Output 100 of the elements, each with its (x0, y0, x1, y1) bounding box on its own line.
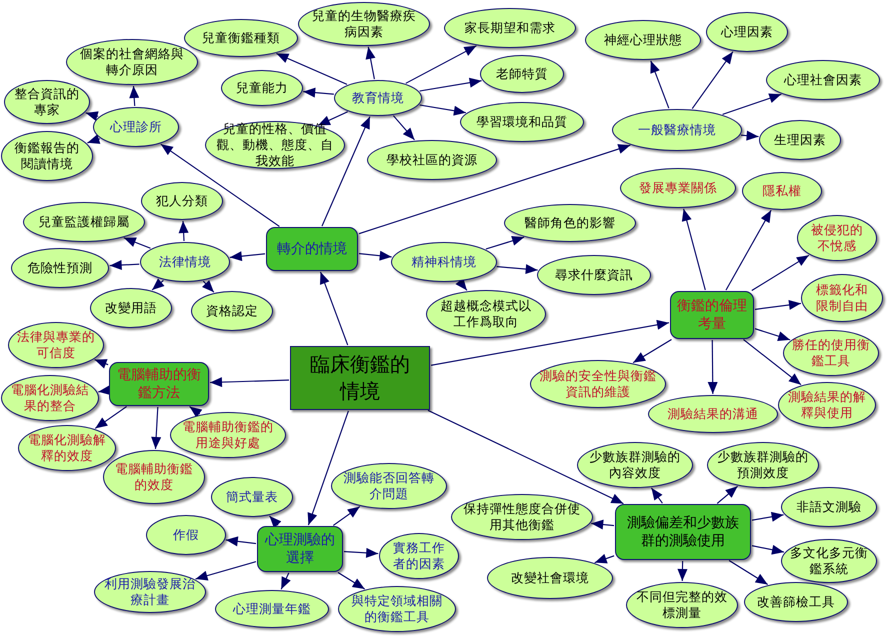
topic-box (257, 526, 343, 572)
arrow (594, 554, 614, 564)
node-text: 資格認定 (206, 302, 258, 320)
concept-ellipse (8, 322, 104, 368)
node-text: 精神科情境 (412, 254, 476, 270)
node-text: 尋求什麼資訊 (555, 266, 633, 284)
arrow (320, 272, 348, 346)
arrow (98, 385, 111, 396)
concept-ellipse (504, 204, 636, 242)
node-text: 電腦化測驗結果的整合 (10, 382, 90, 414)
arrow (726, 210, 772, 290)
node-text: 測驗偏差和少數族群的測驗使用 (626, 514, 740, 550)
arrow (428, 410, 624, 504)
concept-ellipse (444, 8, 576, 48)
concept-ellipse (585, 20, 701, 60)
node-text: 簡式量表 (226, 488, 278, 506)
node-text: 危險性預測 (28, 260, 92, 276)
node-text: 電腦輔助衡鑑的效度 (114, 460, 194, 494)
concept-ellipse (170, 412, 286, 458)
concept-ellipse (426, 290, 546, 338)
arrow (195, 561, 256, 580)
node-text: 學校社區的資源 (386, 152, 478, 168)
node-text: 改善篩檢工具 (757, 594, 835, 610)
arrow (677, 561, 688, 581)
arrow (754, 300, 802, 310)
arrow (87, 134, 100, 144)
node-text: 心理診所 (110, 118, 162, 136)
node-text: 少數族群測驗的預測效度 (716, 448, 810, 482)
arrow (722, 93, 782, 115)
node-text: 兒童的生物醫療疾病因素 (311, 8, 417, 40)
concept-ellipse (94, 571, 206, 613)
arrow (226, 536, 256, 546)
concept-ellipse (759, 120, 841, 160)
concept-ellipse (1, 131, 93, 181)
arrow (358, 250, 392, 261)
concept-ellipse (530, 360, 666, 408)
node-text: 標籤化和限制自由 (815, 282, 869, 314)
node-text: 生理因素 (774, 132, 826, 148)
node-text: 兒童能力 (236, 80, 288, 96)
arrow (591, 520, 614, 530)
concept-ellipse (23, 202, 145, 242)
node-text: 改變用語 (105, 300, 157, 316)
arrow (752, 544, 784, 555)
node-text: 家長期望和需求 (464, 20, 556, 36)
arrow (692, 51, 734, 110)
concept-ellipse (781, 487, 877, 527)
concept-ellipse (215, 590, 329, 628)
arrow (420, 78, 482, 92)
node-text: 測驗結果的溝通 (668, 406, 758, 422)
arrow (740, 130, 759, 141)
node-text: 改變社會環境 (511, 570, 589, 586)
concept-ellipse (783, 330, 879, 376)
node-text: 作假 (173, 526, 199, 544)
concept-ellipse (184, 19, 298, 57)
node-text: 法律與專業的可信度 (17, 328, 95, 362)
concept-ellipse (221, 70, 303, 106)
concept-ellipse (379, 533, 459, 579)
node-text: 保持彈性態度合併使用其他衡鑑 (462, 500, 582, 534)
arrow (650, 60, 670, 108)
arrow (322, 116, 370, 226)
topic-box (109, 362, 209, 406)
arrow (124, 237, 151, 249)
concept-ellipse (707, 442, 819, 488)
node-text: 勝任的使用衡鑑工具 (792, 336, 870, 370)
node-text: 發展專業關係 (639, 180, 717, 196)
node-text: 老師特質 (496, 66, 548, 82)
node-text: 多文化多元衡鑑系統 (790, 544, 868, 578)
concept-ellipse (93, 107, 179, 147)
node-text: 心理社會因素 (784, 72, 862, 88)
concept-ellipse (66, 39, 198, 85)
arrow (728, 560, 768, 585)
concept-ellipse (577, 442, 693, 488)
arrow (318, 111, 348, 126)
concept-ellipse (146, 515, 226, 555)
arrow (682, 208, 706, 290)
arrow (332, 506, 360, 526)
arrow (129, 86, 140, 106)
concept-ellipse (18, 425, 116, 471)
concept-ellipse (801, 274, 883, 322)
concept-ellipse (334, 80, 422, 116)
topic-box (615, 504, 751, 560)
concept-ellipse (141, 182, 223, 220)
concept-ellipse (781, 539, 877, 583)
node-text: 法律情境 (159, 254, 211, 270)
node-text: 測驗結果的解釋與使用 (787, 388, 867, 422)
node-text: 隱私權 (762, 182, 802, 200)
arrow (230, 251, 266, 262)
node-text: 電腦輔助的衡鑑方法 (116, 366, 202, 402)
node-text: 兒童衡鑑種類 (202, 30, 280, 46)
node-text: 非語文測驗 (796, 498, 862, 516)
arrow (269, 516, 282, 528)
node-text: 學習環境和品質 (476, 114, 568, 130)
arrow (752, 254, 810, 291)
concept-ellipse (103, 450, 205, 504)
concept-ellipse (90, 288, 172, 328)
arrow (94, 406, 127, 429)
arrow (392, 115, 415, 140)
node-text: 心理因素 (721, 24, 773, 40)
arrow (430, 320, 670, 366)
topic-box (670, 291, 754, 339)
